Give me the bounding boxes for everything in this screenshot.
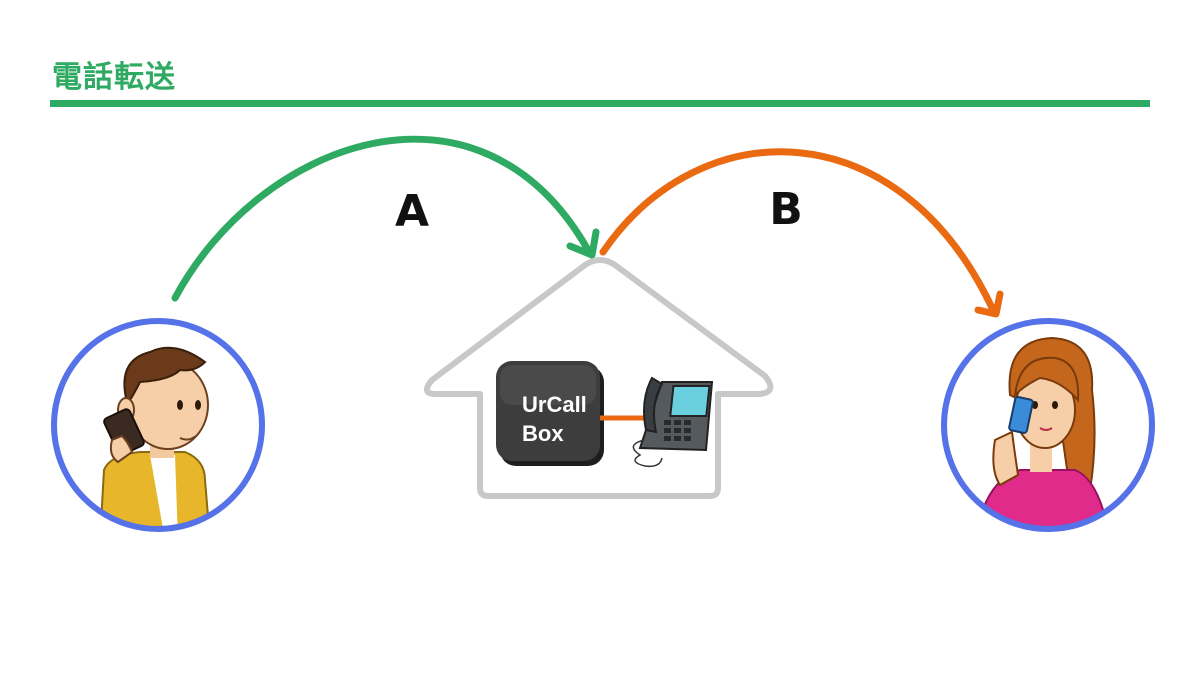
arc-b-label: B bbox=[769, 184, 803, 235]
house-icon bbox=[423, 257, 774, 499]
caller-man-icon bbox=[51, 318, 265, 532]
receiver-woman-icon bbox=[941, 318, 1155, 532]
urcall-box-label-line1: UrCall bbox=[522, 392, 587, 417]
arc-a-label: A bbox=[395, 186, 429, 237]
urcall-box-icon: UrCall Box bbox=[496, 361, 604, 466]
page-title: 電話転送 bbox=[52, 60, 176, 95]
desk-phone-icon bbox=[632, 376, 714, 468]
arc-b bbox=[599, 148, 1004, 318]
arc-a bbox=[171, 135, 600, 302]
urcall-box-label-line2: Box bbox=[522, 421, 564, 446]
title-underline bbox=[50, 100, 1150, 107]
